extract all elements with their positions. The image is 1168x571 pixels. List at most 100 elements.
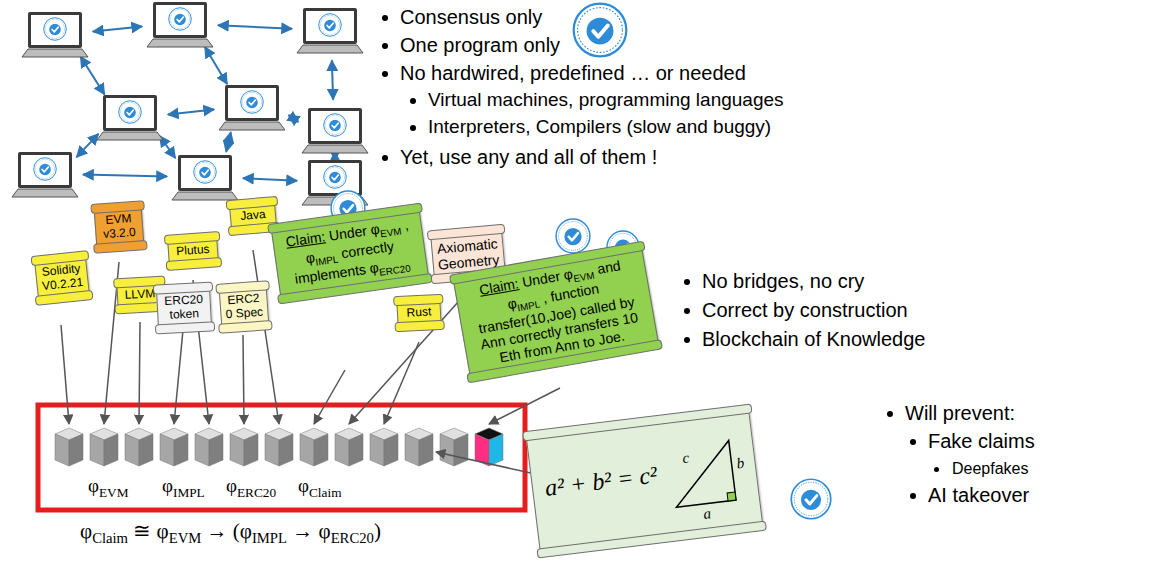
note-scroll: Solidity V0.2.21 xyxy=(34,255,90,300)
block xyxy=(335,428,363,466)
laptop-base xyxy=(97,132,163,140)
verified-badge xyxy=(791,479,830,518)
laptop-lid xyxy=(28,12,82,48)
block xyxy=(195,428,223,466)
laptop-base xyxy=(22,49,88,57)
verified-badge xyxy=(324,114,347,137)
bullet-text: Virtual machines, programming languages xyxy=(428,90,784,111)
network-link xyxy=(289,115,299,122)
note-scroll: EVM v3.2.0 xyxy=(94,205,145,248)
block-right xyxy=(314,434,328,466)
verified-badge xyxy=(44,18,67,41)
claim-body: Under φEVM , φIMPL correctly implements … xyxy=(294,217,411,287)
bullet xyxy=(684,337,690,343)
leader-line xyxy=(61,325,69,424)
leader-line xyxy=(314,370,345,424)
laptop xyxy=(147,2,213,47)
network-link xyxy=(332,60,333,99)
laptop xyxy=(22,12,88,57)
claim-heading: Claim: xyxy=(285,228,327,249)
laptop-lid xyxy=(308,108,362,144)
laptop xyxy=(297,8,363,53)
laptop-screen xyxy=(306,11,354,41)
verified-badge xyxy=(194,161,217,184)
block-left xyxy=(125,434,139,466)
triangle-figure xyxy=(663,429,752,518)
laptop-screen xyxy=(156,5,204,35)
laptop-lid xyxy=(303,8,357,44)
bullet-text: One program only xyxy=(400,34,560,56)
side-label: c xyxy=(682,449,691,467)
network-link xyxy=(93,26,142,31)
bullet xyxy=(382,71,388,77)
block-left xyxy=(370,434,384,466)
block-right xyxy=(209,434,223,466)
formula: φClaim ≅ φEVM → (φIMPL → φERC20) xyxy=(80,520,381,546)
bullet-text: Correct by construction xyxy=(702,299,908,321)
block xyxy=(370,428,398,466)
leader-line xyxy=(139,322,140,424)
verified-badge xyxy=(34,158,57,181)
bullet xyxy=(382,155,388,161)
bullet xyxy=(382,43,388,49)
leader-line xyxy=(489,388,560,424)
leader-line xyxy=(349,292,467,424)
theorem-scroll: a² + b² = c² c b a xyxy=(526,409,764,554)
network-link xyxy=(243,178,297,181)
laptop xyxy=(219,85,285,130)
block-right xyxy=(279,434,293,466)
bullet-text: Will prevent: xyxy=(905,402,1015,424)
formula: a² + b² = c² xyxy=(544,462,659,503)
laptop-base xyxy=(297,45,363,53)
verified-badge xyxy=(574,4,627,57)
network-link xyxy=(226,132,231,152)
block-left xyxy=(405,434,419,466)
bullet xyxy=(910,493,916,499)
laptop-screen xyxy=(31,15,79,45)
block xyxy=(90,428,118,466)
leader-line xyxy=(243,335,244,424)
laptop-base xyxy=(302,145,368,153)
verified-badge xyxy=(169,8,192,31)
block-right xyxy=(174,434,188,466)
block xyxy=(160,428,188,466)
side-label: b xyxy=(736,455,746,473)
laptop-base xyxy=(12,189,78,197)
block-right xyxy=(104,434,118,466)
note-scroll: ERC20 Spec xyxy=(219,285,270,328)
chain-frame xyxy=(38,405,525,510)
block-left xyxy=(195,434,209,466)
leader-line xyxy=(436,452,540,475)
note-scroll: ERC20 token xyxy=(156,287,212,329)
bullet xyxy=(934,467,939,472)
laptop-base xyxy=(147,39,213,47)
block-left xyxy=(300,434,314,466)
laptop xyxy=(97,95,163,140)
note-text: ERC20 Spec xyxy=(224,292,264,322)
bullet-text: Yet, use any and all of them ! xyxy=(400,146,657,168)
note-text: Java xyxy=(234,207,271,224)
laptop-lid xyxy=(153,2,207,38)
leader-line xyxy=(384,342,419,424)
right-angle xyxy=(727,492,736,501)
laptop-screen xyxy=(21,155,69,185)
network-link xyxy=(218,25,292,29)
laptop xyxy=(12,152,78,197)
block-right xyxy=(69,434,83,466)
laptop-base xyxy=(172,192,238,200)
bullet xyxy=(382,15,388,21)
bullet-text: Blockchain of Knowledge xyxy=(702,328,925,350)
phi-label: φEVM xyxy=(88,476,129,500)
laptop-screen xyxy=(311,163,359,193)
block xyxy=(230,428,258,466)
block xyxy=(125,428,153,466)
block xyxy=(265,428,293,466)
laptop-screen xyxy=(106,98,154,128)
block xyxy=(55,428,83,466)
bullet-text: Consensus only xyxy=(400,6,542,28)
block-left xyxy=(440,434,454,466)
laptop-screen xyxy=(228,88,276,118)
claim-body: Under φEVM and φIMPL , function transfer… xyxy=(477,257,639,365)
side-label: a xyxy=(702,505,712,523)
